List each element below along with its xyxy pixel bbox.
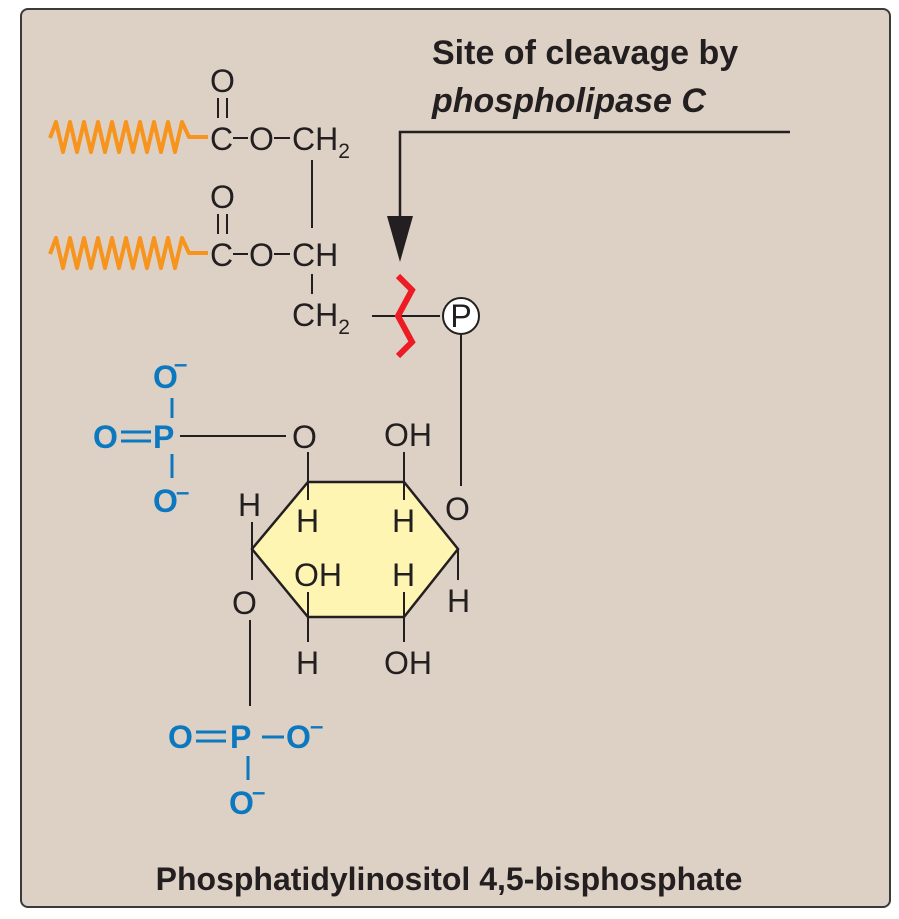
hydrogen-c1-outer: H xyxy=(447,583,470,619)
ring-oxygen-1: O xyxy=(445,491,470,527)
glycerol-ch-middle: CH xyxy=(292,237,338,273)
ring-oxygen-5: O xyxy=(232,585,257,621)
phosphate-circle-label: P xyxy=(450,298,471,334)
phosphate-upper-p: P xyxy=(153,419,174,455)
hydrogen-c3-inner: H xyxy=(392,503,415,539)
ester-carbon-1: C xyxy=(210,121,233,157)
ester-oxygen-2: O xyxy=(249,237,274,273)
phosphate-upper-o-left: O xyxy=(93,419,118,455)
carbonyl-oxygen-1: O xyxy=(210,63,235,99)
ester-oxygen-1: O xyxy=(249,121,274,157)
ring-oxygen-4: O xyxy=(292,419,317,455)
hydrogen-c2-inner: H xyxy=(392,557,415,593)
phosphate-upper-charge-top: – xyxy=(174,351,187,378)
hydroxyl-bottom: OH xyxy=(384,645,432,681)
phosphate-lower-o-right: O xyxy=(286,719,311,755)
phosphate-lower-o-left: O xyxy=(168,719,193,755)
phosphate-upper-o-bottom: O xyxy=(153,483,178,519)
phosphate-lower-o-bottom: O xyxy=(229,785,254,821)
hydrogen-c5-outer: H xyxy=(238,487,261,523)
phosphate-lower-charge-bottom: – xyxy=(252,779,265,806)
phosphate-upper-charge-bottom: – xyxy=(176,479,189,506)
diagram-panel xyxy=(20,8,891,908)
hydrogen-bottom: H xyxy=(296,645,319,681)
fatty-acid-chain-2 xyxy=(48,236,208,270)
phosphate-group-lower: O P O – O – xyxy=(168,713,323,821)
phosphate-group-upper: O – O P O – xyxy=(93,351,286,519)
carbonyl-oxygen-2: O xyxy=(210,179,235,215)
inositol-ring xyxy=(250,480,460,619)
glycerol-ch2-bottom: CH2 xyxy=(292,297,350,339)
phosphate-upper-o-top: O xyxy=(153,359,178,395)
phosphate-lower-charge-right: – xyxy=(310,713,323,740)
ester-carbon-2: C xyxy=(210,237,233,273)
glycerol-ch2-top: CH2 xyxy=(292,121,350,163)
phosphate-lower-p: P xyxy=(230,719,251,755)
cleavage-mark xyxy=(394,273,416,359)
cleavage-arrow xyxy=(387,130,790,262)
hydroxyl-inner: OH xyxy=(294,557,342,593)
phosphate-circle: P xyxy=(442,297,480,335)
fatty-acid-chain-1 xyxy=(48,120,208,154)
hydroxyl-top: OH xyxy=(384,417,432,453)
annotation-line-1: Site of cleavage by xyxy=(432,34,738,72)
hydrogen-c4-inner: H xyxy=(296,503,319,539)
annotation-line-2: phospholipase C xyxy=(431,82,706,120)
diagram-title: Phosphatidylinositol 4,5-bisphosphate xyxy=(156,861,743,897)
